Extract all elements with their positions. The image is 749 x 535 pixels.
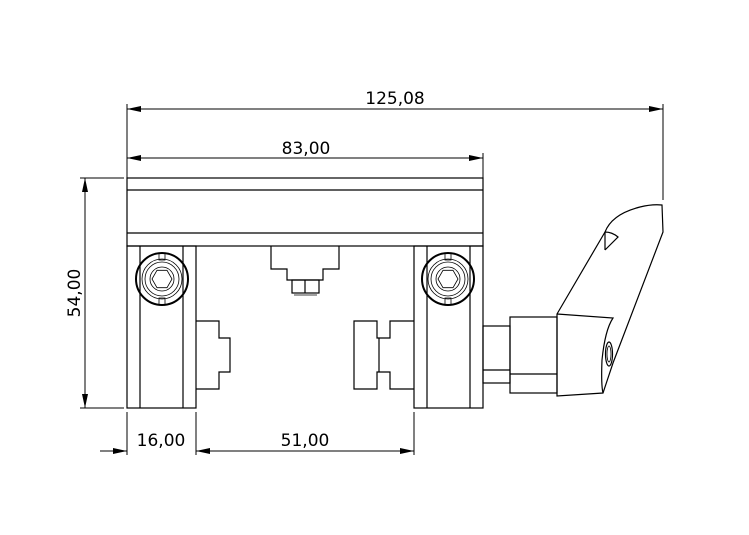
left-leg (126, 245, 197, 409)
center-block (270, 246, 340, 296)
dimension-height: 54,00 (65, 177, 124, 409)
dimension-label-height: 54,00 (65, 269, 85, 318)
dimension-overall-width: 125,08 (126, 89, 664, 200)
shaft (482, 325, 511, 384)
dimension-jaw-spacing: 51,00 (196, 412, 415, 455)
dimension-label-body-width: 83,00 (282, 139, 331, 159)
dimension-body-width: 83,00 (127, 139, 484, 178)
collar (509, 316, 558, 394)
right-bolt-icon (421, 252, 475, 306)
top-bar (126, 177, 484, 247)
clamp-body (126, 177, 484, 409)
clamping-lever (482, 204, 664, 397)
left-bolt-icon (135, 252, 189, 306)
dimension-label-overall-width: 125,08 (365, 89, 424, 109)
left-jaw (196, 320, 231, 390)
dimension-label-leg-width: 16,00 (137, 431, 186, 451)
dimension-leg-width: 16,00 (100, 412, 197, 455)
right-jaw (353, 320, 414, 390)
dimension-label-jaw-spacing: 51,00 (281, 431, 330, 451)
